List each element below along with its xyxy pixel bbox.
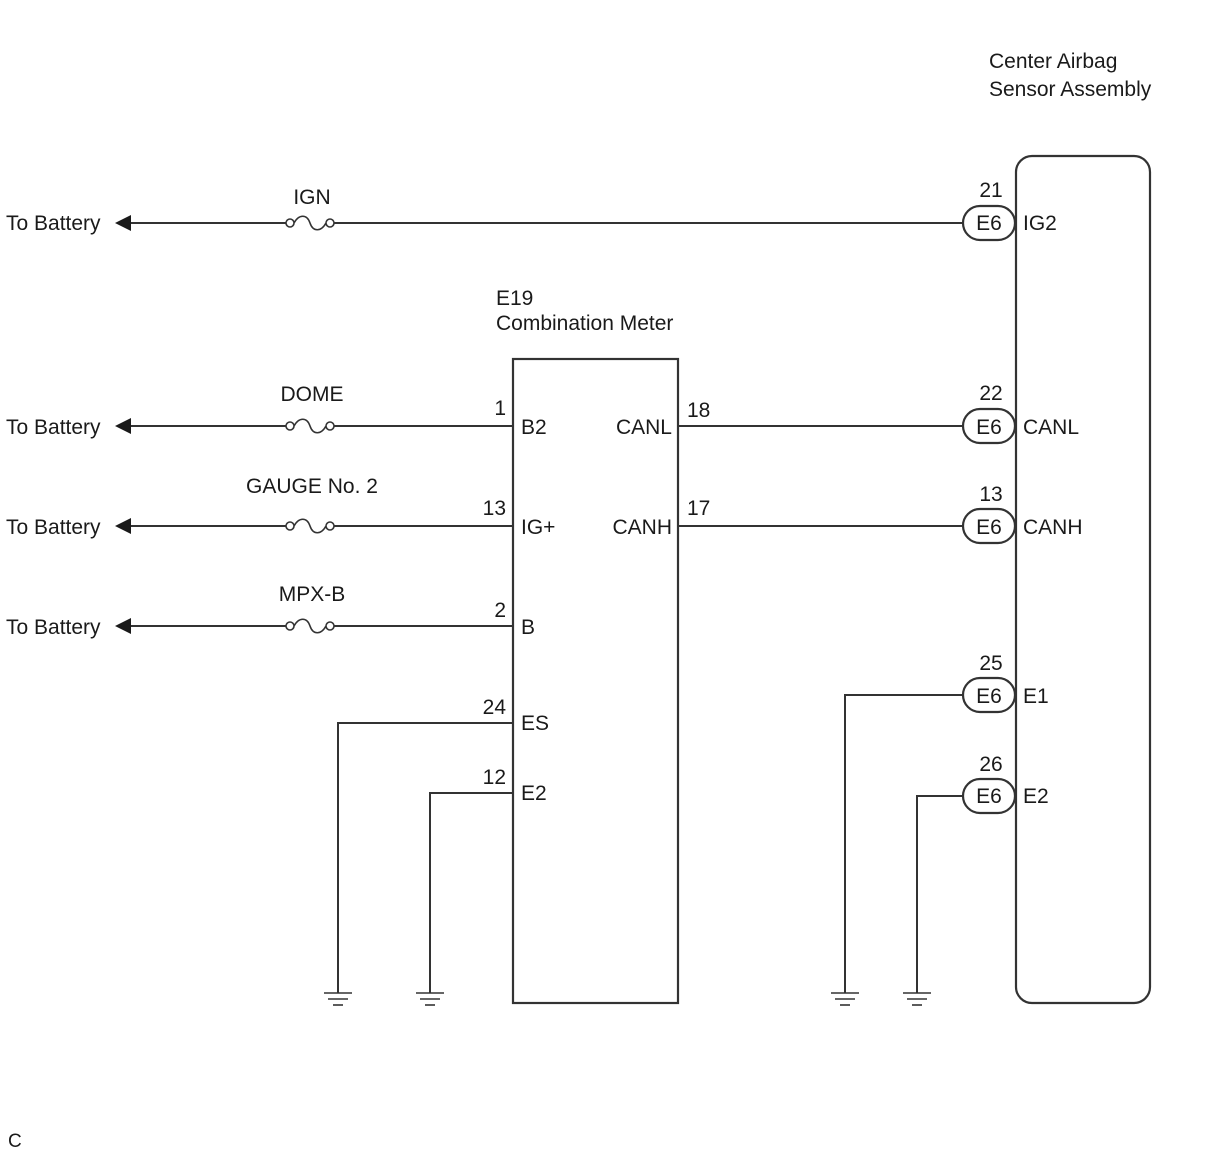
connector-e6 xyxy=(961,777,1017,815)
connector-e6 xyxy=(961,676,1017,714)
pin-label: E2 xyxy=(1023,785,1049,808)
combination-meter-box xyxy=(511,357,680,1005)
pin-number: 13 xyxy=(979,483,1002,506)
pin-label: E1 xyxy=(1023,685,1049,708)
airbag-pin-canl: 22 E6 CANL xyxy=(961,382,1079,445)
fuse-label: DOME xyxy=(281,383,344,406)
airbag-sensor-name-line1: Center Airbag xyxy=(989,50,1117,73)
meter-pin-canh: CANH 17 xyxy=(612,497,963,539)
battery-label: To Battery xyxy=(6,516,101,539)
pin-number: 26 xyxy=(979,753,1002,776)
pin-label: CANH xyxy=(612,516,672,539)
fuse-icon xyxy=(285,618,335,634)
fuse-icon xyxy=(285,518,335,534)
battery-line-dome: To Battery DOME xyxy=(6,383,513,439)
airbag-sensor-box xyxy=(1014,154,1152,1005)
connector-label: E6 xyxy=(976,416,1002,439)
battery-line-ign: To Battery IGN xyxy=(6,186,963,235)
connector-label: E6 xyxy=(976,785,1002,808)
pin-label: ES xyxy=(521,712,549,735)
pin-number: 24 xyxy=(483,696,507,719)
airbag-pin-e1: 25 E6 E1 xyxy=(831,652,1049,1006)
pin-label: CANH xyxy=(1023,516,1083,539)
airbag-sensor-name-line2: Sensor Assembly xyxy=(989,78,1152,101)
meter-pin-e2: 12 E2 xyxy=(416,766,547,1006)
pin-number: 12 xyxy=(483,766,506,789)
airbag-pin-e2: 26 E6 E2 xyxy=(903,753,1049,1006)
fuse-label: GAUGE No. 2 xyxy=(246,475,378,498)
pin-number: 1 xyxy=(494,397,506,420)
battery-label: To Battery xyxy=(6,212,101,235)
meter-pin-b2: 1 B2 xyxy=(494,397,546,439)
pin-label: IG+ xyxy=(521,516,555,539)
meter-name: Combination Meter xyxy=(496,312,673,335)
meter-code: E19 xyxy=(496,287,533,310)
ground-icon xyxy=(831,992,859,1006)
pin-number: 17 xyxy=(687,497,710,520)
arrow-left-icon xyxy=(115,418,131,434)
pin-number: 21 xyxy=(979,179,1002,202)
ground-icon xyxy=(324,992,352,1006)
pin-label: CANL xyxy=(616,416,672,439)
airbag-pin-canh: 13 E6 CANH xyxy=(961,483,1083,545)
ground-wire xyxy=(916,795,963,993)
ground-icon xyxy=(416,992,444,1006)
ground-wire xyxy=(844,694,963,993)
ground-wire xyxy=(429,792,513,993)
pin-label: IG2 xyxy=(1023,212,1057,235)
pin-number: 13 xyxy=(483,497,506,520)
arrow-left-icon xyxy=(115,618,131,634)
meter-pin-igplus: 13 IG+ xyxy=(483,497,556,539)
battery-line-gauge: To Battery GAUGE No. 2 xyxy=(6,475,513,539)
fuse-icon xyxy=(285,418,335,434)
fuse-label: IGN xyxy=(293,186,330,209)
battery-label: To Battery xyxy=(6,616,101,639)
arrow-left-icon xyxy=(115,215,131,231)
battery-line-mpxb: To Battery MPX-B xyxy=(6,583,513,639)
meter-pin-es: 24 ES xyxy=(324,696,549,1006)
footer-code: C xyxy=(8,1131,22,1152)
fuse-icon xyxy=(285,215,335,231)
meter-pin-canl: CANL 18 xyxy=(616,399,963,439)
ground-wire xyxy=(337,722,513,993)
connector-e6 xyxy=(961,507,1017,545)
pin-label: B2 xyxy=(521,416,547,439)
meter-pin-b: 2 B xyxy=(494,599,535,639)
pin-label: CANL xyxy=(1023,416,1079,439)
ground-icon xyxy=(903,992,931,1006)
connector-label: E6 xyxy=(976,516,1002,539)
pin-label: E2 xyxy=(521,782,547,805)
connector-e6 xyxy=(961,204,1017,242)
connector-label: E6 xyxy=(976,685,1002,708)
connector-label: E6 xyxy=(976,212,1002,235)
pin-number: 22 xyxy=(979,382,1002,405)
pin-number: 2 xyxy=(494,599,506,622)
pin-label: B xyxy=(521,616,535,639)
pin-number: 25 xyxy=(979,652,1002,675)
pin-number: 18 xyxy=(687,399,710,422)
arrow-left-icon xyxy=(115,518,131,534)
connector-e6 xyxy=(961,407,1017,445)
airbag-pin-ig2: 21 E6 IG2 xyxy=(961,179,1057,242)
battery-label: To Battery xyxy=(6,416,101,439)
fuse-label: MPX-B xyxy=(279,583,346,606)
